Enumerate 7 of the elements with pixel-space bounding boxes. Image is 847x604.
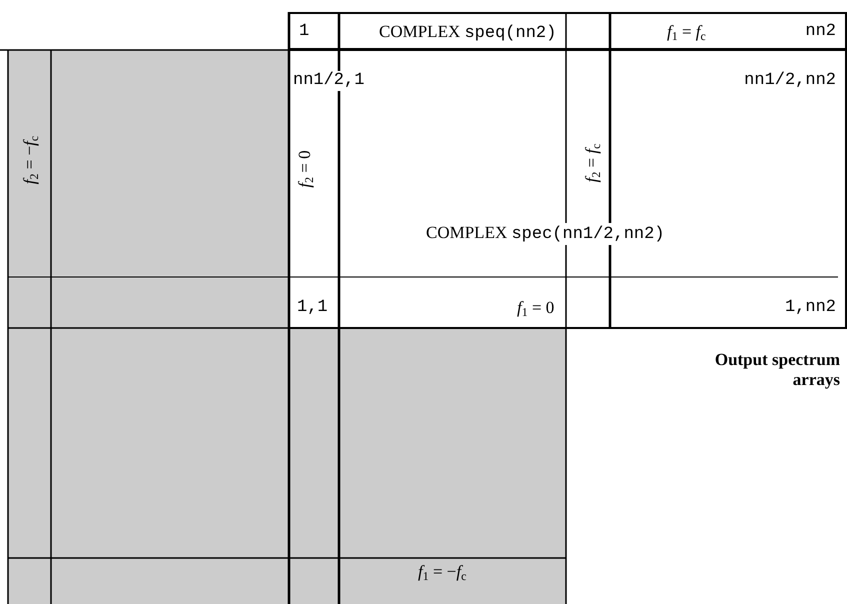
array-header-row: [288, 12, 847, 50]
frequency-label: f$_{1}$ = 0: [516, 298, 556, 318]
index-label: nn1/2,1: [292, 71, 366, 91]
figure-note: Output spectrum arrays: [714, 350, 840, 390]
frequency-label: f$_{1}$ = −f$_{c}$: [418, 562, 466, 582]
frequency-label: f$_{1}$ = f$_{c}$: [666, 22, 707, 42]
array-region: [288, 49, 847, 329]
